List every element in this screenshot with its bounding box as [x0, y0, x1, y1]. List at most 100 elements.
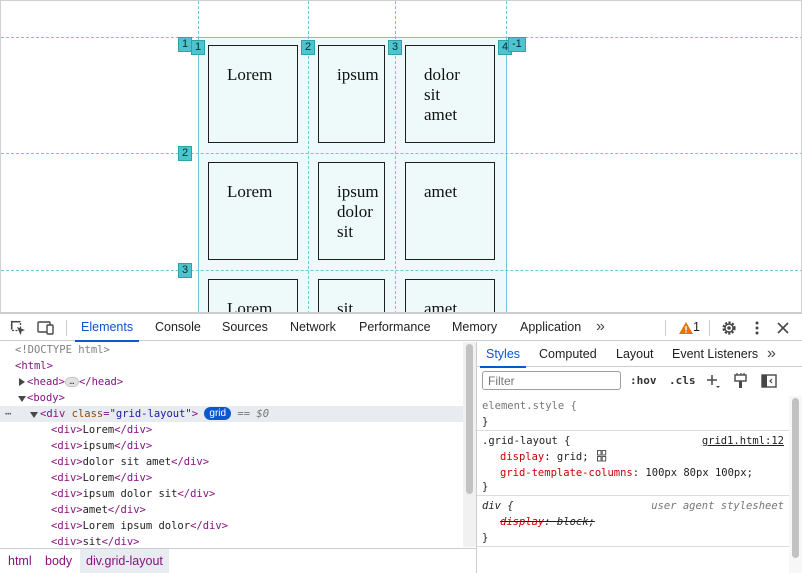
tab-console[interactable]: Console — [155, 320, 201, 334]
dom-node-doctype[interactable]: <!DOCTYPE html> — [0, 342, 463, 358]
sidebar-tabs: Styles Computed Layout Event Listeners » — [477, 342, 802, 368]
element-style-selector[interactable]: element.style { — [482, 400, 577, 412]
collapse-triangle-icon[interactable] — [30, 412, 38, 418]
css-value: 100px 80px 100px; — [645, 467, 753, 479]
grid-cell: dolor sit amet — [405, 45, 495, 143]
child-text: Lorem ipsum dolor — [82, 520, 191, 532]
dom-scrollbar[interactable] — [463, 342, 476, 547]
dom-scroll-thumb[interactable] — [466, 344, 473, 494]
grid-cell: ipsum dolor sit — [318, 162, 385, 260]
dom-node-child[interactable]: <div>ipsum dolor sit</div> — [0, 486, 463, 502]
div-open-end: > — [191, 408, 199, 420]
child-text: sit — [82, 536, 102, 547]
collapse-triangle-icon[interactable] — [18, 396, 26, 402]
tab-layout[interactable]: Layout — [616, 347, 654, 361]
styles-filter-input[interactable] — [482, 371, 621, 390]
attr-value: "grid-layout" — [109, 408, 192, 420]
dom-node-child[interactable]: <div>sit</div> — [0, 534, 463, 547]
styles-scroll-thumb[interactable] — [792, 398, 799, 558]
dom-tree: <!DOCTYPE html> <html> <head>…</head> <b… — [0, 342, 463, 547]
child-close-tag: </div> — [114, 440, 153, 452]
selected-marker: == $0 — [237, 408, 270, 420]
element-style-rule: element.style { } — [477, 397, 789, 431]
grid-border-top — [198, 37, 507, 38]
dom-node-child[interactable]: <div>Lorem ipsum dolor</div> — [0, 518, 463, 534]
child-close-tag: </div> — [114, 472, 153, 484]
breadcrumb-grid-layout[interactable]: div.grid-layout — [80, 549, 169, 573]
tab-elements[interactable]: Elements — [74, 314, 140, 342]
child-text: ipsum dolor sit — [82, 488, 178, 500]
more-tabs-button[interactable]: » — [596, 318, 605, 335]
devtools-toolbar: Elements Console Sources Network Perform… — [0, 314, 802, 342]
tab-computed[interactable]: Computed — [539, 347, 597, 361]
collapsed-content-icon[interactable]: … — [64, 377, 79, 387]
grid-badge[interactable]: grid — [204, 407, 232, 420]
class-toggle-button[interactable]: .cls — [669, 374, 696, 387]
close-icon[interactable] — [773, 318, 793, 338]
dom-node-child[interactable]: <div>Lorem</div> — [0, 470, 463, 486]
rule-source-link[interactable]: grid1.html:12 — [701, 435, 784, 447]
grid-border-left — [198, 37, 199, 312]
device-toggle-icon[interactable] — [36, 318, 56, 338]
tab-memory[interactable]: Memory — [452, 320, 498, 334]
cell-text: ipsum dolor sit — [337, 182, 379, 241]
dom-node-grid-layout[interactable]: ⋯ <div class="grid-layout"> grid == $0 — [0, 406, 463, 422]
expand-triangle-icon[interactable] — [19, 378, 25, 386]
tab-sources[interactable]: Sources — [222, 320, 268, 334]
row-actions-icon[interactable]: ⋯ — [5, 408, 12, 420]
child-close-tag: </div> — [177, 488, 216, 500]
rendering-emulation-icon[interactable] — [731, 371, 751, 391]
css-property: display — [500, 451, 545, 463]
grid-cell: sit — [318, 279, 385, 313]
cell-text: Lorem — [227, 65, 273, 84]
styles-scrollbar[interactable] — [789, 396, 802, 573]
dom-node-html[interactable]: <html> — [0, 358, 463, 374]
settings-gear-icon[interactable] — [719, 318, 739, 338]
tab-event-listeners[interactable]: Event Listeners — [672, 347, 759, 361]
grid-col-line-2 — [308, 1, 309, 312]
tab-performance[interactable]: Performance — [359, 320, 431, 334]
more-sidebar-tabs-button[interactable]: » — [767, 345, 776, 362]
css-declaration[interactable]: grid-template-columns: 100px 80px 100px; — [500, 467, 753, 479]
warning-icon[interactable] — [676, 318, 696, 338]
grid-editor-icon[interactable] — [597, 450, 611, 467]
kebab-menu-icon[interactable] — [747, 318, 767, 338]
breadcrumb-body[interactable]: body — [45, 554, 73, 568]
css-property: display — [500, 516, 545, 528]
dom-node-child[interactable]: <div>ipsum</div> — [0, 438, 463, 454]
inspect-element-icon[interactable] — [8, 318, 28, 338]
devtools-panel: Elements Console Sources Network Perform… — [0, 313, 802, 573]
rule-close-brace: } — [482, 416, 489, 428]
dom-node-child[interactable]: <div>dolor sit amet</div> — [0, 454, 463, 470]
grid-row-badge: 2 — [178, 146, 193, 161]
hover-state-button[interactable]: :hov — [630, 374, 657, 387]
grid-row-line-2 — [1, 153, 801, 154]
rule-selector[interactable]: div { — [482, 500, 514, 512]
grid-col-line-3 — [395, 1, 396, 312]
css-declaration[interactable]: display: grid; — [500, 451, 589, 463]
tab-application[interactable]: Application — [520, 320, 582, 334]
rule-selector[interactable]: .grid-layout { — [482, 435, 571, 447]
div-open-tag: <div — [40, 408, 66, 420]
css-value: block; — [556, 516, 595, 528]
cell-text: sit — [337, 299, 354, 313]
child-open-tag: <div> — [51, 536, 83, 547]
cell-text: amet — [424, 299, 458, 313]
dom-node-child[interactable]: <div>Lorem</div> — [0, 422, 463, 438]
dom-node-head[interactable]: <head>…</head> — [0, 374, 463, 390]
dom-node-body[interactable]: <body> — [0, 390, 463, 406]
grid-col-badge: 3 — [388, 40, 403, 55]
cell-text: Lorem — [227, 299, 273, 313]
tab-styles[interactable]: Styles — [479, 342, 527, 368]
child-open-tag: <div> — [51, 504, 83, 516]
new-rule-icon[interactable] — [703, 371, 723, 391]
tab-network[interactable]: Network — [290, 320, 336, 334]
toggle-sidebar-icon[interactable] — [759, 371, 779, 391]
breadcrumb-html[interactable]: html — [8, 554, 32, 568]
issues-count[interactable]: 1 — [693, 320, 700, 334]
user-agent-div-rule: div { user agent stylesheet display: blo… — [477, 497, 789, 547]
child-open-tag: <div> — [51, 456, 83, 468]
grid-cell: amet — [405, 162, 495, 260]
child-close-tag: </div> — [190, 520, 229, 532]
dom-node-child[interactable]: <div>amet</div> — [0, 502, 463, 518]
